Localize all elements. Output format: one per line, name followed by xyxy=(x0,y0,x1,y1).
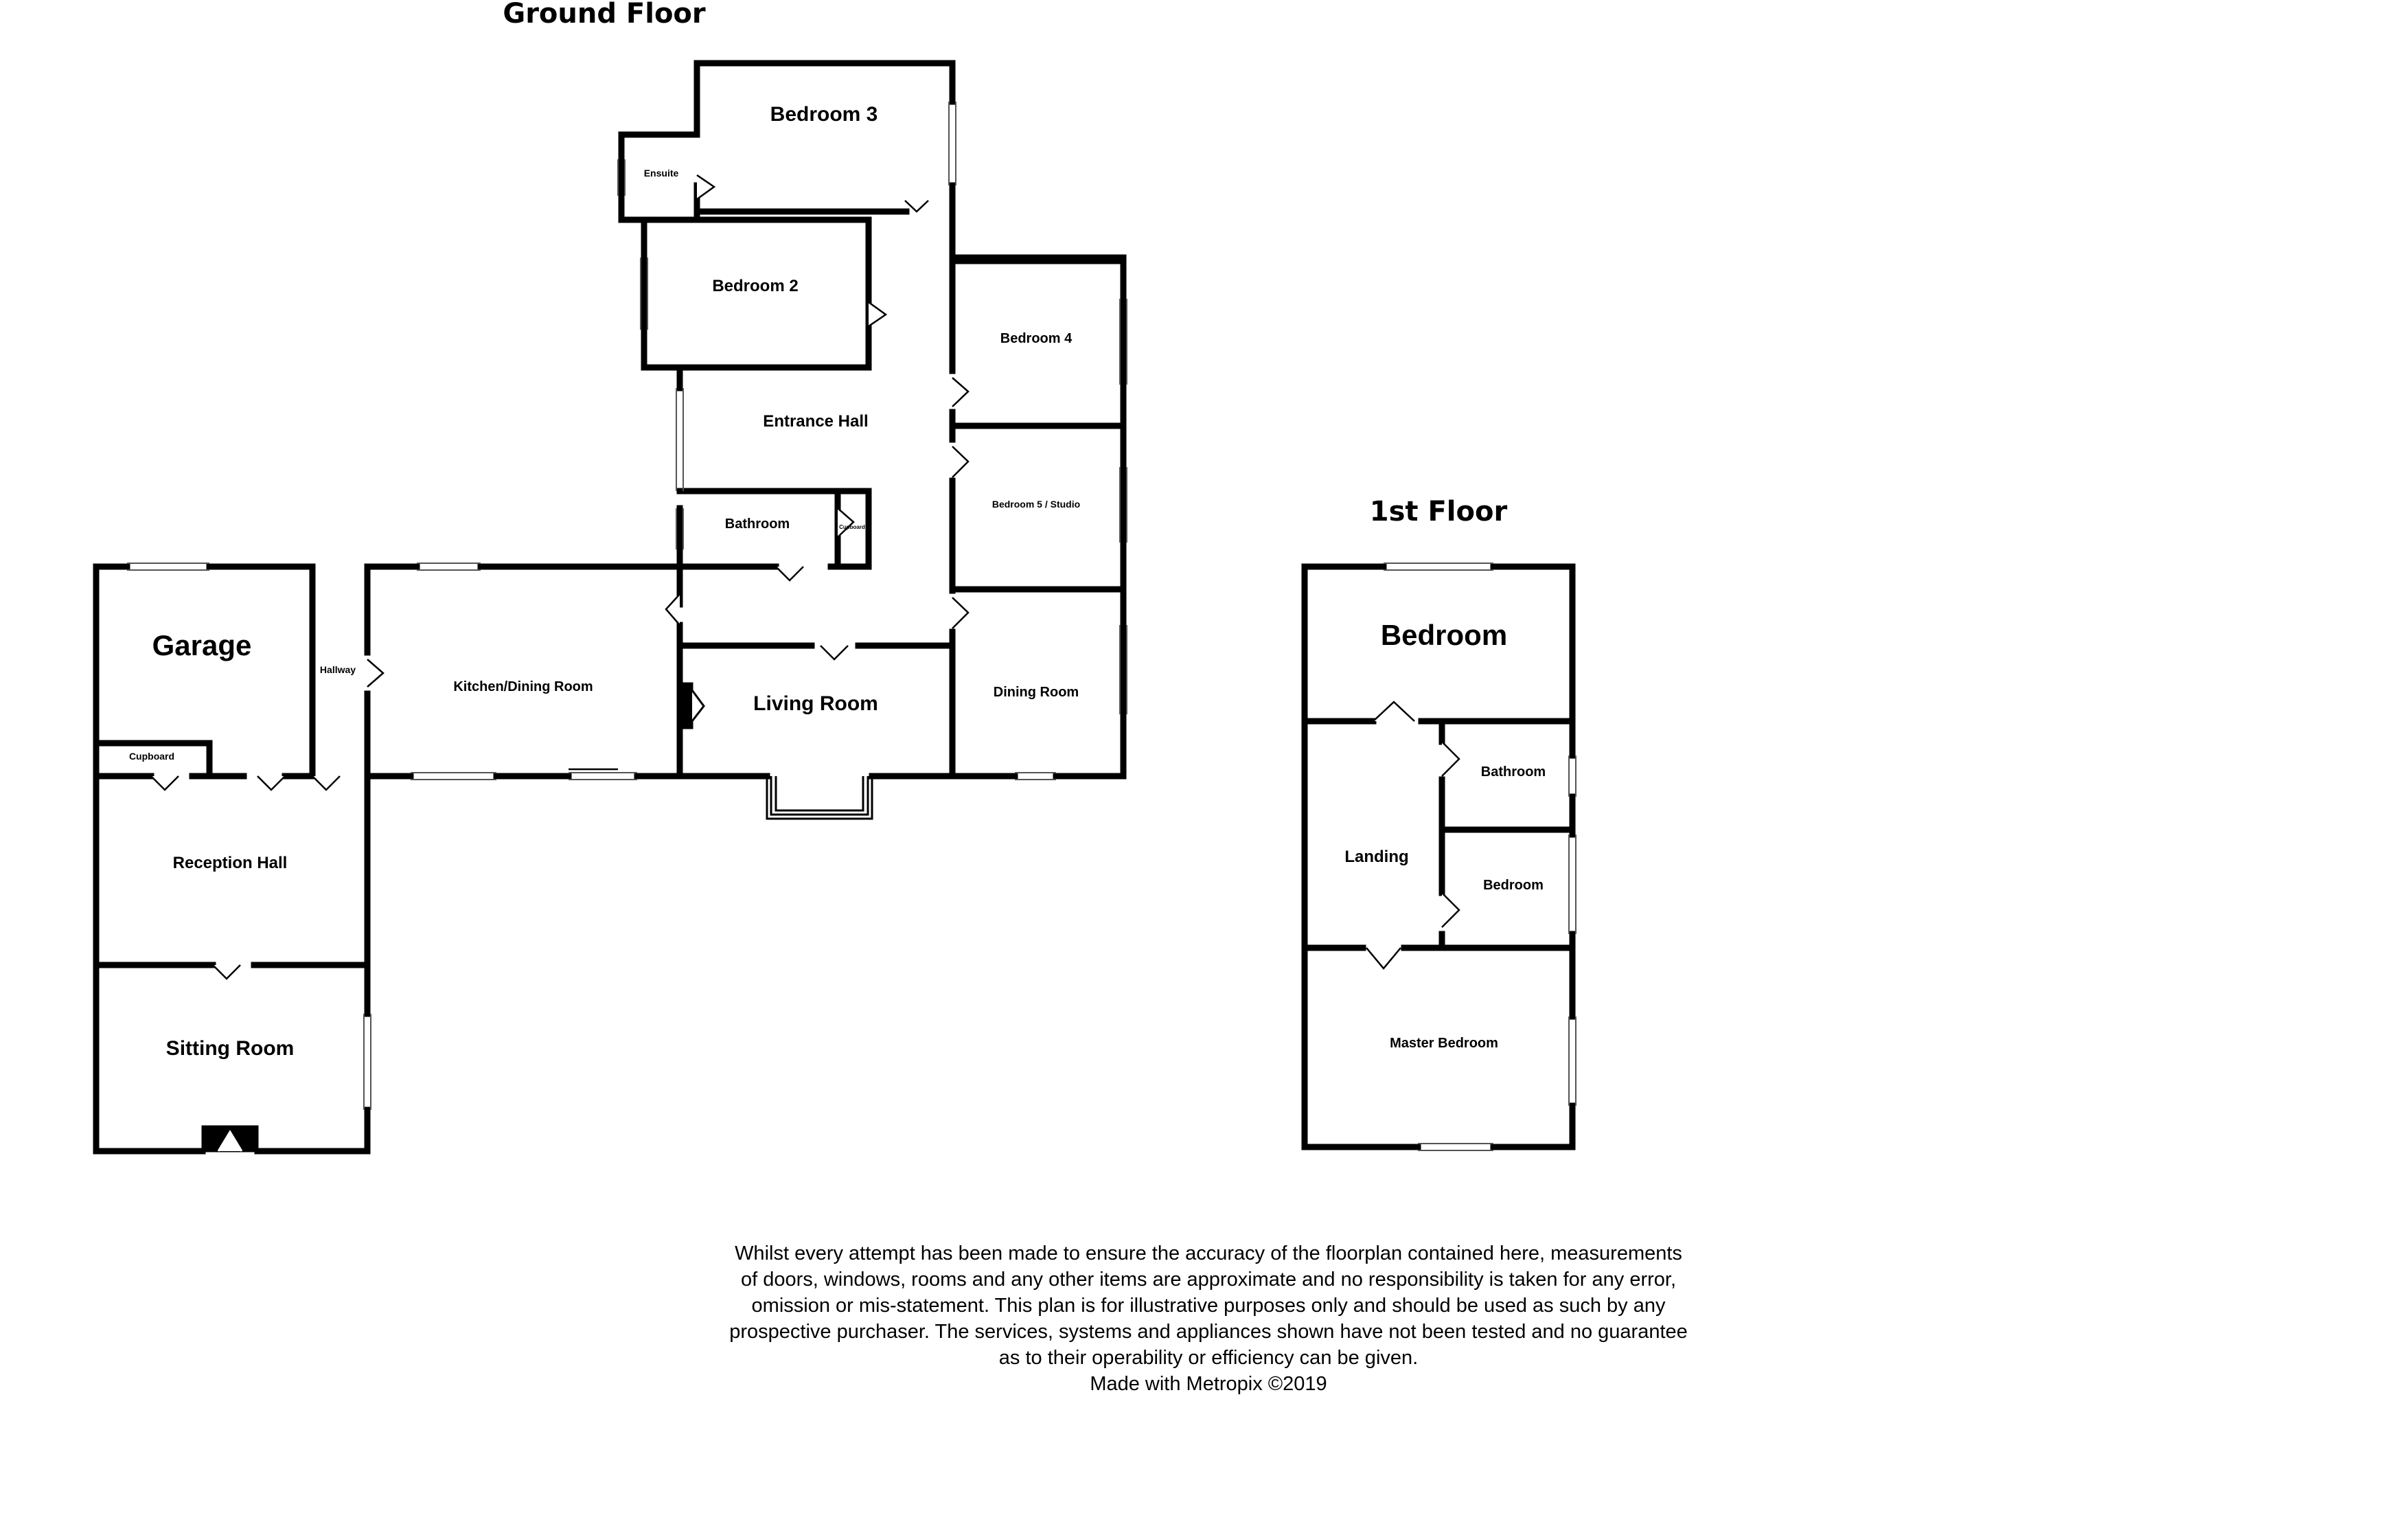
disclaimer-text: Whilst every attempt has been made to en… xyxy=(693,1240,1723,1397)
room-label-first-floor-bathroom: Bathroom xyxy=(1480,764,1546,780)
room-label-garage: Garage xyxy=(152,629,252,661)
room-label-bedroom-4: Bedroom 4 xyxy=(1000,331,1073,346)
door-swings xyxy=(150,174,970,980)
first-floor-walls xyxy=(1301,563,1576,1150)
room-label-landing: Landing xyxy=(1344,848,1409,866)
ground-floor-windows xyxy=(127,102,1127,1127)
room-label-bedroom-2: Bedroom 2 xyxy=(712,277,799,295)
room-label-master-bedroom: Master Bedroom xyxy=(1390,1036,1498,1051)
ground-floor-walls xyxy=(93,60,1127,1155)
room-label-hallway: Hallway xyxy=(319,664,356,675)
room-label-bathroom: Bathroom xyxy=(724,516,790,532)
fireplaces xyxy=(201,682,705,1152)
room-label-bedroom-3: Bedroom 3 xyxy=(770,103,878,126)
room-label-dining-room: Dining Room xyxy=(993,685,1079,700)
ground-floor-title: Ground Floor xyxy=(503,0,706,30)
disclaimer-line: prospective purchaser. The services, sys… xyxy=(729,1321,1688,1343)
first-floor-title: 1st Floor xyxy=(1369,496,1508,527)
living-room-bay-window xyxy=(766,776,873,820)
room-label-cupboard: Cupboard xyxy=(128,751,175,762)
room-label-reception-hall: Reception Hall xyxy=(172,854,288,872)
disclaimer-line: Whilst every attempt has been made to en… xyxy=(735,1242,1682,1264)
disclaimer-line: omission or mis-statement. This plan is … xyxy=(751,1295,1666,1317)
room-label-cupboard-small: Cupboard xyxy=(839,524,865,530)
made-with-credit: Made with Metropix ©2019 xyxy=(1090,1373,1327,1395)
first-floor-door-swings xyxy=(1366,701,1460,970)
room-label-sitting-room: Sitting Room xyxy=(165,1037,295,1060)
room-label-ensuite: Ensuite xyxy=(643,168,679,179)
room-label-kitchen-dining-room: Kitchen/Dining Room xyxy=(453,679,593,694)
disclaimer-line: as to their operability or efficiency ca… xyxy=(998,1347,1419,1369)
disclaimer-line: of doors, windows, rooms and any other i… xyxy=(740,1269,1677,1291)
room-label-first-floor-bedroom-small: Bedroom xyxy=(1483,878,1544,893)
room-label-first-floor-bedroom: Bedroom xyxy=(1380,619,1508,651)
room-label-living-room: Living Room xyxy=(753,692,878,715)
room-label-bedroom-5-studio: Bedroom 5 / Studio xyxy=(991,499,1081,510)
room-label-entrance-hall: Entrance Hall xyxy=(763,412,869,431)
first-floor-windows xyxy=(1384,563,1576,1151)
